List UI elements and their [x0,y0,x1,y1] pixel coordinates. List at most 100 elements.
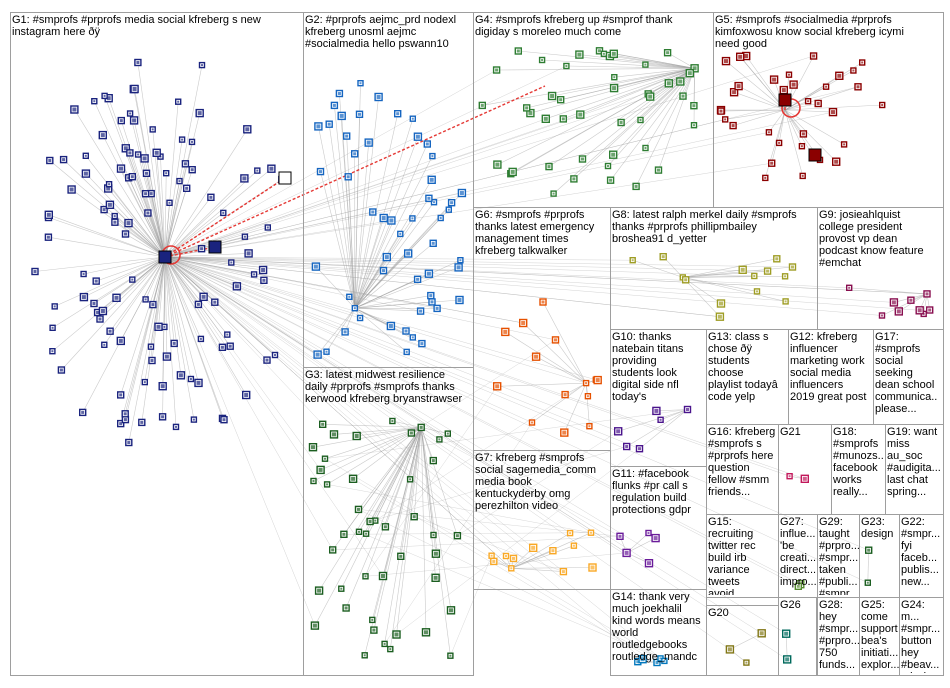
node-fill [351,476,356,481]
edge [109,256,166,332]
edge [164,256,223,348]
node-fill [647,532,650,534]
node-fill [512,556,515,560]
edge [164,256,524,324]
node-fill [315,352,320,357]
node-fill [659,657,662,660]
edge [784,104,883,111]
node-fill [654,408,659,413]
node-fill [59,368,63,372]
edge [164,114,581,258]
edge [365,427,422,534]
node-fill [692,66,697,71]
edge [720,109,786,112]
node-fill [230,261,233,264]
node-fill [449,608,453,613]
edge-highlight [164,85,546,258]
edge [365,427,422,577]
node-fill [143,381,146,384]
node-fill [340,587,343,590]
node-fill [455,534,459,538]
edge [34,256,166,272]
node-fill [342,532,346,536]
node-fill [242,176,247,181]
node-fill [432,534,435,536]
node-fill [123,418,127,422]
node-fill [266,226,269,229]
edge [784,86,859,111]
edge [85,173,166,258]
node-fill [738,54,743,59]
node-fill [366,140,371,145]
edge [324,409,688,459]
node-fill [740,267,745,272]
node-fill [505,555,507,557]
node-fill [581,157,584,161]
node-fill [243,235,246,238]
edge [639,409,688,449]
edge [61,256,166,371]
node-fill [525,106,529,110]
edge [164,256,801,585]
node-fill [848,286,851,289]
edge [132,176,166,258]
node-fill [357,507,360,511]
edge [48,214,166,258]
node-fill [816,102,820,105]
node-fill [389,218,394,223]
node-fill [374,519,377,522]
node-fill [616,429,621,434]
edge [343,532,592,535]
edge [356,427,422,437]
node-fill [406,251,411,256]
node-fill [785,657,790,662]
edge [660,409,688,421]
edge [560,68,695,100]
node-fill [521,321,526,325]
edge [354,142,369,309]
node-fill [256,169,259,172]
edge [682,258,777,278]
edge [354,211,374,309]
edge [164,256,920,311]
node-fill [550,94,555,98]
node-fill [419,309,423,313]
node-fill [655,661,659,664]
edge [164,256,361,319]
edge [354,270,384,309]
edge [327,484,592,533]
edge [313,427,422,482]
edge [164,256,894,303]
node-fill [719,109,723,113]
edge [83,256,166,275]
node-fill [412,515,416,519]
edge [566,65,695,69]
edge [164,162,772,258]
edge [164,256,225,420]
edge [48,217,166,258]
node-fill [663,659,666,662]
node-fill [178,373,183,378]
node-fill [53,305,56,308]
edge [531,382,587,423]
edge [384,427,422,644]
edge [332,536,621,551]
node-fill [363,654,366,657]
hub-node [158,250,172,264]
node-fill [316,124,321,129]
node-fill [778,141,781,144]
node-fill [648,94,653,99]
node-fill [108,329,112,333]
node-fill [456,265,461,270]
node-fill [81,295,86,300]
edge [413,427,422,517]
edge [164,256,790,477]
node-fill [127,441,131,444]
edge [164,256,805,480]
node-fill [420,342,424,346]
edge [164,256,787,634]
node-fill [419,425,423,429]
node-fill [717,314,722,319]
edge [164,256,199,383]
node-fill [119,393,123,397]
